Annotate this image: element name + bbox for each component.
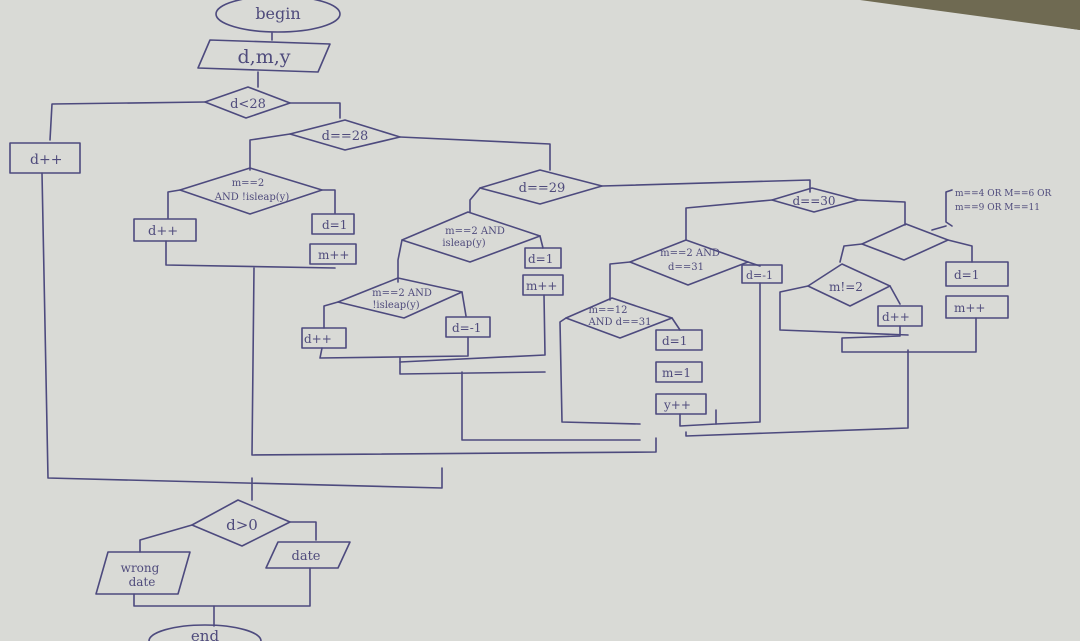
decision-line2: d==31 [668, 262, 704, 273]
connector [289, 102, 341, 119]
process-d-reset-28: d=1 [311, 213, 355, 235]
connector [461, 291, 467, 317]
connector [947, 239, 973, 263]
note-line1: m==4 OR M==6 OR [955, 189, 1051, 199]
process-d-increment-30: d++ [877, 305, 923, 327]
desk-corner [860, 0, 1080, 30]
decision-label: d==29 [519, 181, 566, 196]
note-line2: m==9 OR M==11 [955, 203, 1040, 213]
connector [461, 371, 641, 441]
connector [779, 285, 909, 336]
decision-label: d>0 [226, 516, 258, 534]
decision-line2: isleap(y) [442, 238, 485, 249]
connector [49, 101, 206, 141]
connector [609, 261, 631, 301]
decision-line2: !isleap(y) [372, 300, 419, 311]
process-label: d=-1 [452, 321, 481, 335]
connector [469, 187, 481, 213]
process-label: m=1 [662, 366, 691, 380]
connector [685, 349, 909, 437]
connector [289, 521, 317, 541]
connector [167, 189, 181, 219]
connector [321, 189, 336, 214]
process-d-increment-28: d++ [133, 218, 197, 242]
process-d-increment-29: d++ [301, 327, 347, 349]
decision-line1: m==2 AND [445, 226, 505, 237]
process-y-increment: y++ [655, 393, 707, 415]
process-label: d=1 [662, 334, 687, 348]
process-m-increment-29: m++ [522, 274, 564, 296]
process-label: d=1 [322, 218, 347, 232]
process-d-reset-29: d=1 [524, 247, 562, 269]
decision-label: d<28 [230, 97, 266, 112]
connector [671, 317, 681, 331]
process-d-reset-30: d=1 [945, 261, 1009, 287]
process-m-reset-dec: m=1 [655, 361, 703, 383]
connector [41, 172, 443, 489]
process-label: d=1 [954, 268, 979, 282]
connector [841, 317, 977, 353]
end-label: end [191, 627, 220, 641]
process-d-increment-main: d++ [9, 142, 81, 174]
connector [249, 133, 291, 171]
connector [139, 524, 193, 553]
process-label: d++ [30, 152, 62, 168]
decision-line2: AND !isleap(y) [214, 192, 290, 203]
decision-line1: m==2 AND [660, 248, 720, 259]
process-d-neg-29: d=-1 [445, 316, 491, 338]
process-m-increment-30: m++ [945, 295, 1009, 319]
connector [857, 199, 906, 226]
connector [539, 235, 544, 249]
output-line2: date [129, 575, 156, 589]
process-label: d++ [148, 224, 178, 239]
process-d-reset-dec: d=1 [655, 329, 703, 351]
decision-label: m!=2 [829, 280, 863, 294]
output-wrong-date: wrong date [95, 551, 191, 595]
input-label: d,m,y [238, 46, 291, 68]
decision-line1: m==2 [232, 178, 265, 189]
process-label: y++ [663, 398, 691, 412]
note-months-30: m==4 OR M==6 OR m==9 OR M==11 [945, 189, 1051, 227]
process-label: m++ [318, 248, 350, 262]
input-parallelogram: d,m,y [197, 39, 331, 73]
begin-label: begin [255, 4, 300, 23]
begin-terminator: begin [215, 0, 341, 33]
connector [889, 285, 901, 305]
connector [165, 240, 336, 269]
connector [399, 136, 551, 171]
connector [559, 317, 641, 425]
connector [715, 282, 761, 425]
process-label: d++ [882, 310, 910, 324]
connector [399, 357, 546, 375]
connector [839, 243, 863, 263]
process-label: d=1 [528, 252, 553, 266]
process-label: d++ [304, 332, 332, 346]
process-d-neg-30: d=-1 [741, 264, 783, 284]
output-label: date [292, 549, 321, 564]
connector [685, 199, 773, 241]
connector [931, 225, 947, 231]
connector [399, 294, 546, 363]
decision-line1: m==2 AND [372, 288, 432, 299]
process-label: m++ [954, 301, 986, 315]
decision-line1: m==12 [589, 305, 628, 316]
decision-line2: AND d==31 [587, 317, 651, 328]
process-label: d=-1 [746, 269, 773, 282]
connector [679, 409, 717, 427]
decision-label: d==28 [322, 129, 369, 144]
output-line1: wrong [121, 561, 160, 575]
decision-label: d==30 [792, 194, 835, 208]
connector [133, 567, 311, 607]
end-terminator: end [148, 624, 262, 641]
connector [323, 301, 339, 329]
connector [319, 336, 469, 359]
process-m-increment-28: m++ [309, 243, 357, 265]
output-date: date [265, 541, 351, 569]
connector [251, 267, 657, 456]
connector [397, 239, 403, 283]
process-label: m++ [526, 279, 558, 293]
flowchart: begin d,m,y d<28 d++ d==28 [9, 0, 1051, 641]
